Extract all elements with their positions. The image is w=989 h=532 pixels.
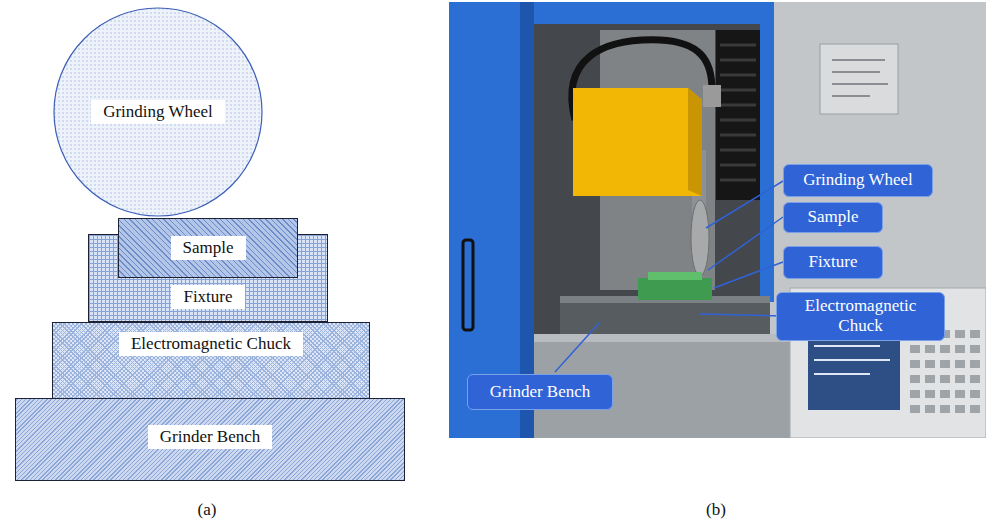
housing-edge <box>520 2 534 438</box>
callout-label: Sample <box>800 207 867 227</box>
layer-box: Sample <box>118 218 298 278</box>
sign-lines <box>832 60 888 96</box>
leader-lines <box>555 181 783 372</box>
panel-label: (b) <box>706 500 726 520</box>
keypad <box>910 330 980 413</box>
fixture-top <box>648 272 702 280</box>
layer-box: Electromagnetic Chuck <box>52 322 370 399</box>
door-frame <box>760 2 774 302</box>
wheel-guard <box>573 88 702 196</box>
part-label: Grinder Bench <box>148 425 273 449</box>
wheel-disc <box>691 200 709 276</box>
vent-panel <box>716 30 760 200</box>
callout-box: Fixture <box>783 246 883 279</box>
chuck-slab <box>560 300 770 334</box>
hose-fitting <box>703 85 721 107</box>
green-fixture <box>638 278 712 300</box>
machine-interior <box>530 22 765 334</box>
callout-label: Grinder Bench <box>482 382 599 402</box>
callout-box: Grinding Wheel <box>783 164 933 197</box>
panel-label: (a) <box>198 500 217 520</box>
bench-edge <box>534 334 794 342</box>
machine-housing <box>449 2 534 438</box>
part-label: Fixture <box>171 285 244 309</box>
callout-label: Grinding Wheel <box>795 170 921 190</box>
wall-sign <box>820 44 898 114</box>
part-label: Grinding Wheel <box>91 100 225 124</box>
part-label: Electromagnetic Chuck <box>119 332 303 356</box>
door-handle <box>463 240 473 330</box>
wheel-circle: Grinding Wheel <box>53 7 263 217</box>
callout-box: Grinder Bench <box>467 374 613 410</box>
wall <box>449 2 986 438</box>
guard-side <box>688 88 702 196</box>
layer-box: Grinder Bench <box>15 398 405 481</box>
part-label: Sample <box>171 236 246 260</box>
callout-box: Electromagnetic Chuck <box>776 292 945 341</box>
callout-label: Fixture <box>800 252 865 272</box>
vent-slats <box>720 45 756 180</box>
callout-box: Sample <box>783 202 883 233</box>
callout-label: Electromagnetic Chuck <box>777 296 944 337</box>
